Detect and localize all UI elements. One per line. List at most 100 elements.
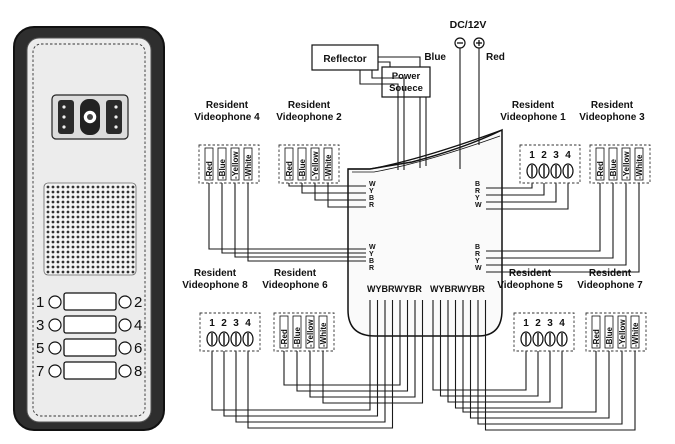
button-circle-icon xyxy=(48,364,62,378)
terminal-slot xyxy=(292,315,302,349)
call-button[interactable] xyxy=(63,361,117,380)
box-pin-left: R xyxy=(369,202,374,209)
terminal-color-label: -Red xyxy=(592,329,601,347)
call-button[interactable] xyxy=(63,292,117,311)
box-pin-right: W xyxy=(475,265,482,272)
connector-outline xyxy=(519,144,581,184)
terminal-color-label: -Blue xyxy=(298,158,307,179)
resident-label: Resident xyxy=(274,268,317,279)
led-strip-left xyxy=(58,100,74,134)
videophone-label: Videophone 4 xyxy=(194,112,260,123)
button-circle-icon xyxy=(118,341,132,355)
call-button[interactable] xyxy=(63,338,117,357)
terminal-color-label: -Yellow xyxy=(306,319,315,347)
videophone-label: Videophone 3 xyxy=(579,112,645,123)
box-pin-left: W xyxy=(369,244,376,251)
box-pin-right: B xyxy=(475,181,480,188)
terminal-slot xyxy=(608,147,618,181)
terminal-number: 1 xyxy=(523,318,529,329)
terminal-color-label: -White xyxy=(324,154,333,179)
terminal-slot xyxy=(297,147,307,181)
terminal-color-label: -Yellow xyxy=(231,151,240,179)
box-pin-right: W xyxy=(475,202,482,209)
power-source-label-line2: Souece xyxy=(389,83,423,94)
videophone-label: Videophone 2 xyxy=(276,112,342,123)
terminal-slot xyxy=(604,315,614,349)
interconnect-wires xyxy=(208,183,640,431)
box-bottom-pins-left: WYBRWYBR xyxy=(367,284,422,294)
connector-outline xyxy=(278,144,340,184)
terminal-slot xyxy=(318,315,328,349)
terminal-color-label: -White xyxy=(631,322,640,347)
button-circle-icon xyxy=(118,318,132,332)
camera-module xyxy=(51,94,129,140)
terminal-color-label: -Blue xyxy=(609,158,618,179)
button-circle-icon xyxy=(48,295,62,309)
videophone-label: Videophone 8 xyxy=(182,280,248,291)
terminal-number: 4 xyxy=(245,318,251,329)
button-number-right: 6 xyxy=(134,340,142,357)
box-pin-right: B xyxy=(475,244,480,251)
box-pin-left: B xyxy=(369,258,374,265)
terminal-slot xyxy=(284,147,294,181)
terminal-slot xyxy=(230,147,240,181)
reflector-label: Reflector xyxy=(323,54,366,65)
connector-outline xyxy=(589,144,651,184)
terminal-slot xyxy=(204,147,214,181)
terminal-slot xyxy=(217,147,227,181)
terminal-color-label: -Blue xyxy=(293,326,302,347)
power-section: Reflector Power Souece DC/12V Blue Red xyxy=(311,19,505,170)
connector-outline xyxy=(199,312,261,352)
terminal-slot xyxy=(310,147,320,181)
terminal-color-label: -Red xyxy=(596,161,605,179)
videophone-label: Videophone 1 xyxy=(500,112,566,123)
connector-outline xyxy=(513,312,575,352)
terminal-slot xyxy=(305,315,315,349)
resident-label: Resident xyxy=(206,100,249,111)
terminal-slot xyxy=(591,315,601,349)
box-pin-right: R xyxy=(475,251,480,258)
terminal-color-label: -Blue xyxy=(605,326,614,347)
button-number-right: 4 xyxy=(134,317,142,334)
connector-outline xyxy=(585,312,647,352)
button-circle-icon xyxy=(118,295,132,309)
terminal-color-label: -White xyxy=(244,154,253,179)
terminal-slot xyxy=(617,315,627,349)
terminal-color-label: -Red xyxy=(285,161,294,179)
box-pin-left: Y xyxy=(369,188,374,195)
resident-label: Resident xyxy=(589,268,632,279)
terminal-slot xyxy=(630,315,640,349)
call-button[interactable] xyxy=(63,315,117,334)
button-number-left: 1 xyxy=(36,294,44,311)
button-number-left: 3 xyxy=(36,317,44,334)
button-number-right: 2 xyxy=(134,294,142,311)
box-pin-left: R xyxy=(369,265,374,272)
speaker-grille xyxy=(43,182,137,276)
terminal-slot xyxy=(243,147,253,181)
power-source-label-line1: Power xyxy=(392,71,421,82)
box-pin-left: Y xyxy=(369,251,374,258)
terminal-number: 4 xyxy=(559,318,565,329)
terminal-slot xyxy=(595,147,605,181)
terminal-number: 1 xyxy=(529,150,535,161)
terminal-slot xyxy=(279,315,289,349)
dc-supply-label: DC/12V xyxy=(450,19,487,31)
resident-label: Resident xyxy=(591,100,634,111)
box-bottom-pins-right: WYBRWYBR xyxy=(430,284,485,294)
terminal-number: 2 xyxy=(535,318,541,329)
terminal-color-label: -Yellow xyxy=(311,151,320,179)
terminal-color-label: -White xyxy=(319,322,328,347)
connector-outline xyxy=(198,144,260,184)
videophone-label: Videophone 5 xyxy=(497,280,563,291)
terminal-number: 2 xyxy=(221,318,227,329)
button-number-right: 8 xyxy=(134,363,142,380)
